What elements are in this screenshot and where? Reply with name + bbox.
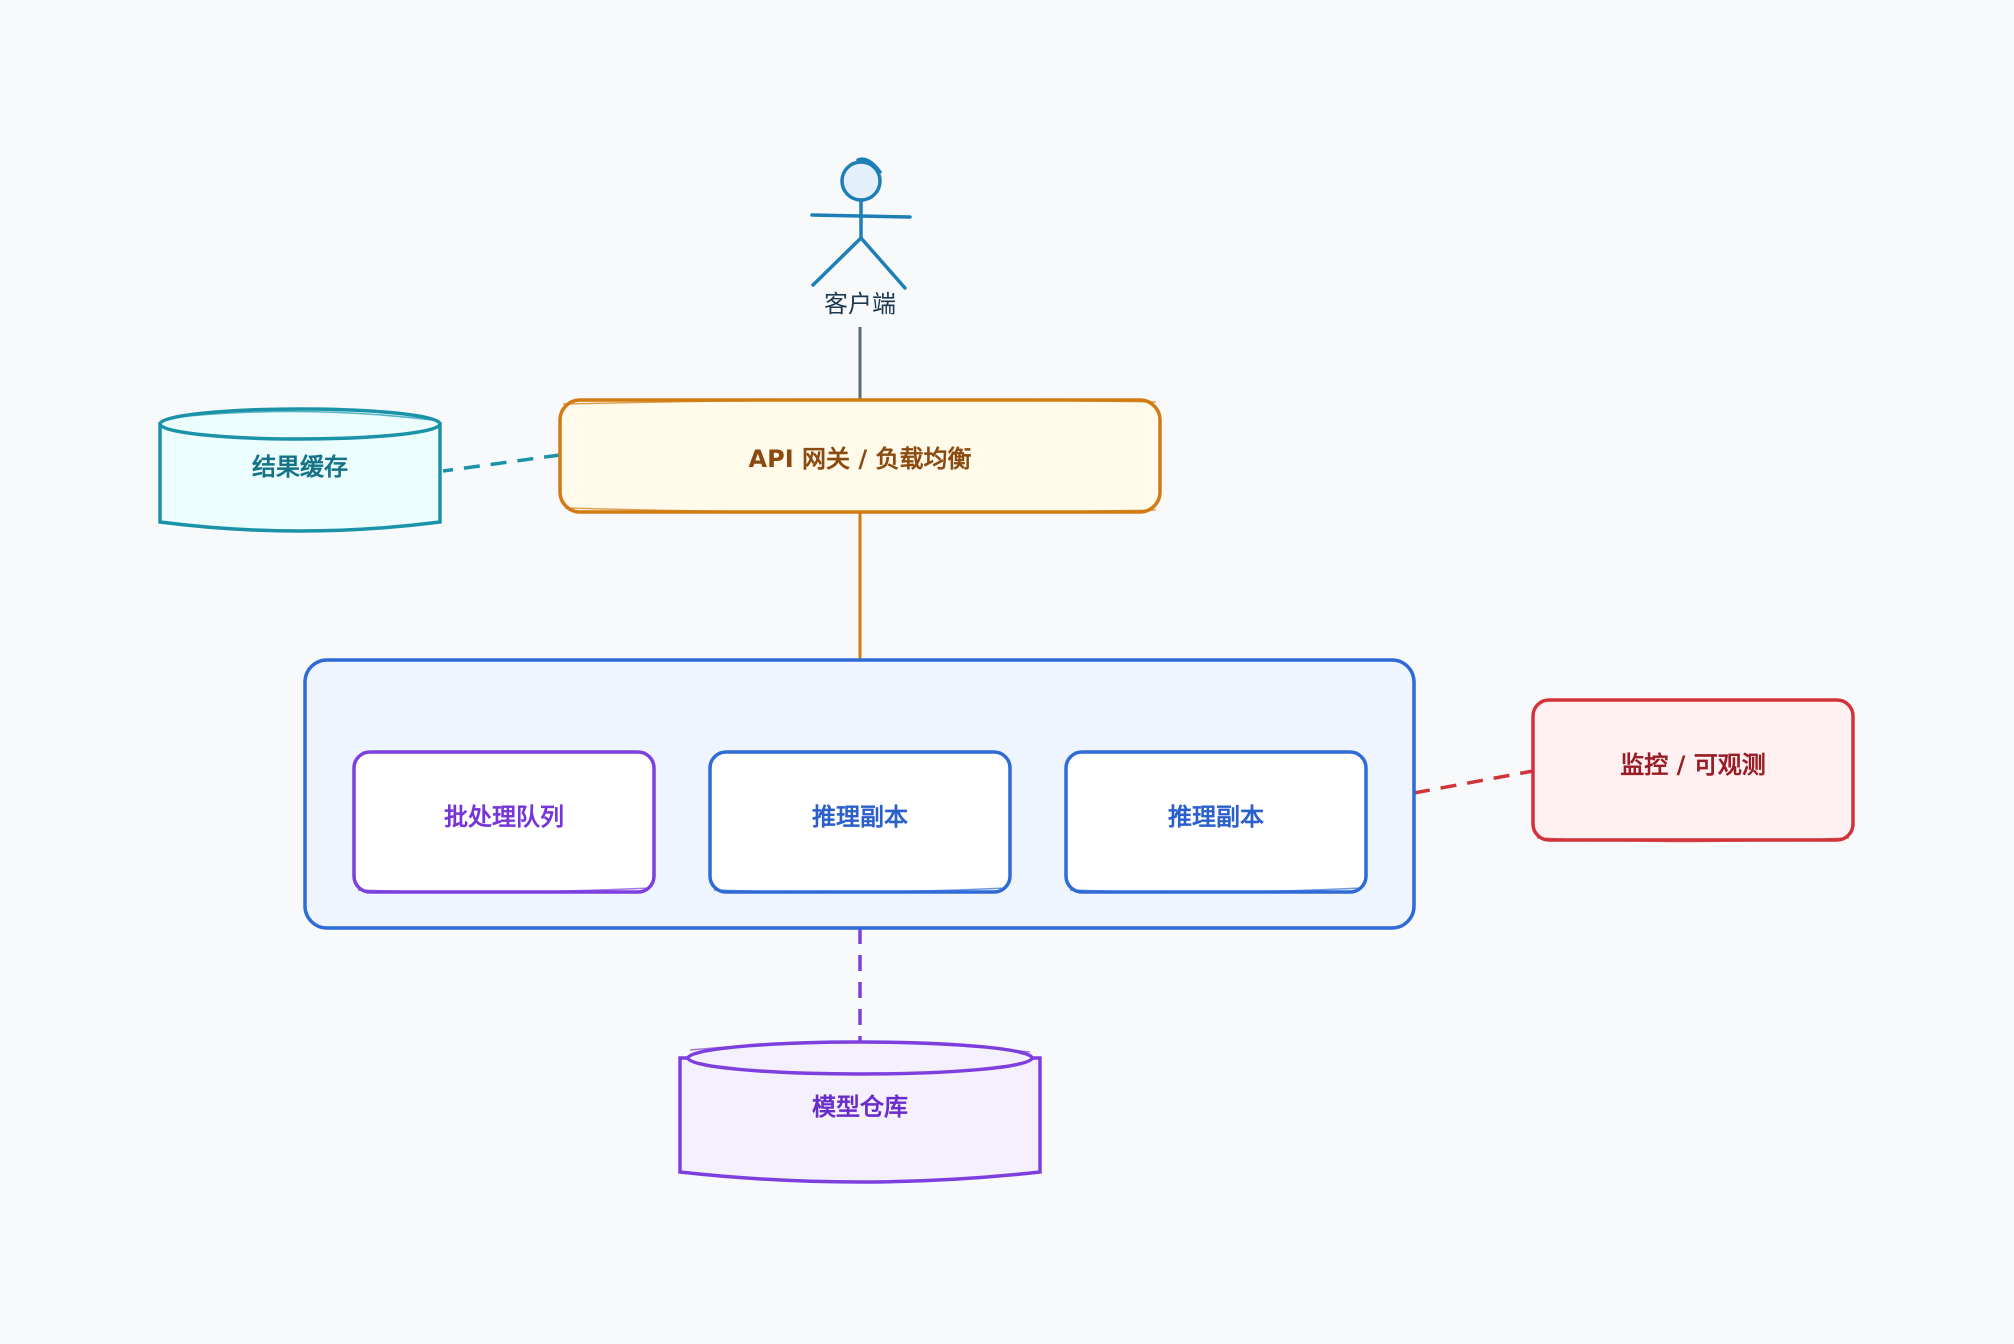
batch-queue-label: 批处理队列 bbox=[444, 803, 564, 831]
inference-replica-2-label: 推理副本 bbox=[1168, 803, 1264, 831]
batch-queue-node: 批处理队列 bbox=[352, 750, 656, 894]
monitoring-label: 监控 / 可观测 bbox=[1620, 751, 1765, 779]
client-actor: 客户端 bbox=[810, 157, 912, 318]
api-gateway-node: API 网关 / 负载均衡 bbox=[558, 398, 1162, 514]
connector-cluster-monitoring bbox=[1413, 769, 1534, 795]
inference-replica-1-node: 推理副本 bbox=[708, 750, 1012, 894]
monitoring-node: 监控 / 可观测 bbox=[1531, 698, 1855, 843]
result-cache-label: 结果缓存 bbox=[252, 453, 348, 481]
database-icon bbox=[158, 407, 442, 533]
connectors bbox=[442, 327, 1534, 1042]
inference-cluster: 批处理队列 推理副本 推理副本 bbox=[303, 658, 1416, 930]
model-store-label: 模型仓库 bbox=[812, 1093, 908, 1121]
model-store-node: 模型仓库 bbox=[678, 1040, 1042, 1184]
api-gateway-label: API 网关 / 负载均衡 bbox=[749, 445, 972, 473]
database-icon bbox=[678, 1040, 1042, 1184]
inference-replica-2-node: 推理副本 bbox=[1064, 750, 1368, 894]
connector-gateway-cache bbox=[442, 453, 561, 473]
user-icon bbox=[810, 157, 912, 290]
result-cache-node: 结果缓存 bbox=[158, 407, 442, 533]
inference-replica-1-label: 推理副本 bbox=[812, 803, 908, 831]
client-label: 客户端 bbox=[824, 290, 896, 318]
